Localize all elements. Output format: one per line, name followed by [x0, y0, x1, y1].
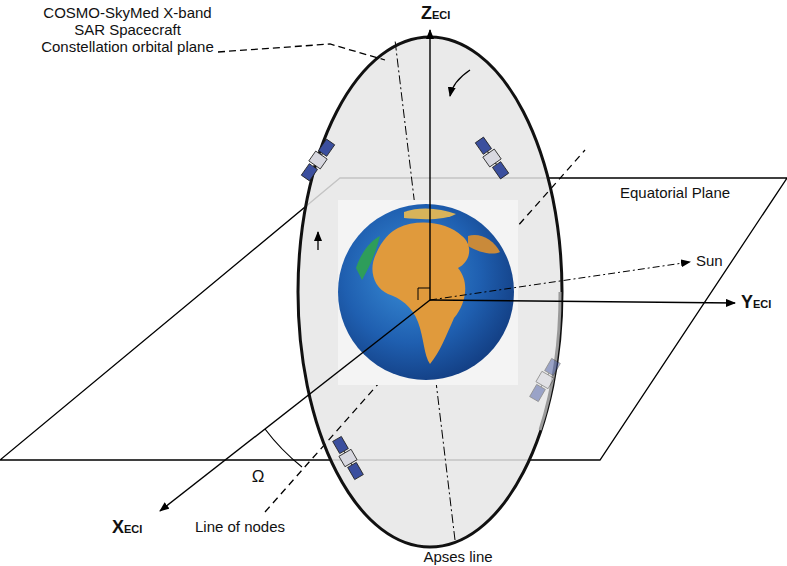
y-axis — [430, 300, 735, 303]
motion-arrow — [450, 70, 470, 96]
axis-label: ZECI — [421, 3, 450, 25]
angle-label: Ω — [252, 468, 265, 485]
x-axis — [160, 300, 430, 511]
axis-label: XECI — [112, 517, 142, 539]
callout-leader — [218, 44, 385, 60]
coast-green — [356, 236, 380, 280]
continent-africa — [372, 222, 469, 364]
sun-label: Sun — [696, 252, 723, 269]
omega-arc — [265, 429, 302, 467]
earth-backdrop — [338, 200, 518, 385]
motion-arrow — [317, 232, 318, 250]
satellite — [300, 138, 337, 182]
satellite — [528, 357, 562, 402]
z-axis — [429, 30, 430, 300]
continent-arabia — [468, 235, 500, 254]
callout-text: COSMO-SkyMed X-band SAR Spacecraft Const… — [35, 4, 220, 55]
satellite — [474, 136, 511, 180]
sun-direction — [430, 262, 690, 300]
line-label: Apses line — [423, 549, 492, 564]
right-angle-mark — [418, 288, 430, 300]
plane-label: Equatorial Plane — [620, 184, 730, 201]
axis-label: YECI — [741, 292, 771, 314]
line-label: Line of nodes — [193, 518, 288, 535]
earth-globe — [338, 204, 514, 380]
line-of-nodes — [265, 150, 585, 512]
satellite — [331, 435, 365, 480]
